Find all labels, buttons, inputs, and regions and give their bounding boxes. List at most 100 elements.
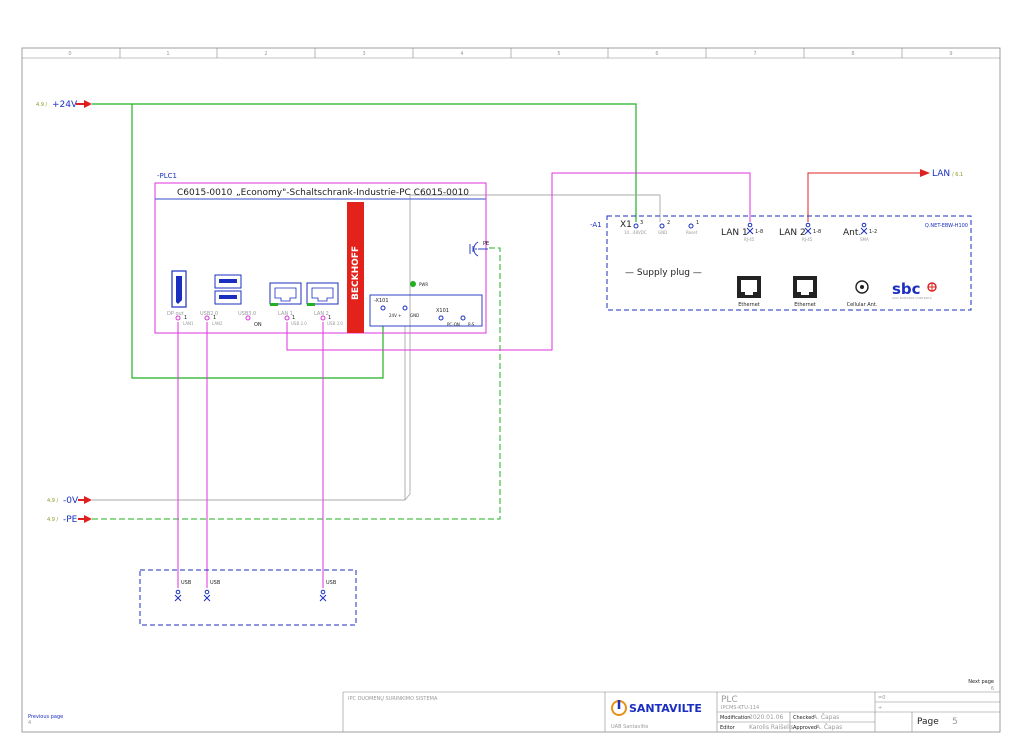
a1-ant-pins: 1-2 [869,229,877,235]
lan1-label: LAN 1 [278,311,293,317]
a1-ant-sub: SMA [860,237,869,242]
project-name: IPC DUOMENŲ SURINKIMO SISTEMA [348,696,438,702]
potential-24v-label: +24V [52,100,78,110]
a1-ant-connector-icon[interactable] [860,222,868,235]
usb-device-box[interactable]: USB USB USB [139,569,357,626]
pwr-label: PWR [419,282,428,287]
x1-p3-sub: 10...48VDC [624,230,647,235]
dp-label: DP out [167,311,184,317]
a1-block[interactable]: -A1 Q.NET-EBW-H100 X1 3 10...48VDC 2 GND… [590,215,972,311]
plc-frame [154,182,487,334]
x101-gnd-terminal-icon[interactable] [402,305,408,311]
editor-label: Editor [720,725,736,731]
x101-block [369,294,483,327]
x101-ps-terminal-icon[interactable] [460,315,466,321]
editor-name: Karolis Raišelis [749,724,794,731]
usb3-terminal-icon[interactable] [245,315,251,321]
column-numbers: 0 1 2 3 4 5 6 7 8 9 [68,51,952,57]
lan1-terminal-icon[interactable] [284,315,290,321]
ground-icon [469,241,488,257]
dp-sub: LAN1 [183,321,194,326]
x101b-p2: P-S [468,322,475,327]
col-5: 5 [557,51,560,57]
a1-lan1-connector-icon[interactable] [746,222,754,235]
prev-page-label: Previous page [28,714,63,720]
potential-0v-label: -0V [63,496,79,506]
x1-p1-sub: Reset [686,230,698,235]
dp-pin: 1 [184,315,187,321]
company-name: SANTAVILTE [629,702,702,715]
beckhoff-logo [347,202,364,333]
usb2-port-bottom-icon [214,290,242,305]
x1-p1-terminal-icon[interactable] [688,223,694,229]
x101-24v-terminal-icon[interactable] [380,305,386,311]
a1-ant-label: Ant. [843,228,861,238]
wire-0v [92,194,661,501]
usb-connector-1-icon[interactable] [174,589,182,602]
lan-out-ref: / 6.1 [952,172,963,178]
santavilte-logo-icon [611,700,627,716]
page-label: Page [917,717,939,727]
potential-pe-label: -PE [63,515,78,525]
a1-lan1-sub: RJ-45 [744,237,755,242]
wire-24v [92,103,637,379]
lan-out-label: LAN [932,169,950,179]
ethernet-2-label: Ethernet [794,302,816,308]
eq-code: =0 [878,695,885,701]
wire-lan [177,172,751,588]
approved-label: Approved [793,725,817,731]
dp-port-inner [176,276,182,304]
modification-date: 2020.01.06 [749,714,784,721]
usb-label-1: USB [181,580,192,586]
col-1: 1 [166,51,169,57]
lan2-terminal-icon[interactable] [320,315,326,321]
lan1-port-icon [269,282,302,305]
usb3-label: USB3.0 [238,311,256,317]
usb-connector-3-icon[interactable] [319,589,327,602]
usb2-label: USB2.0 [200,311,218,317]
col-9: 9 [949,51,952,57]
drawing-code: IPCMS-KTU-114 [721,705,759,711]
col-6: 6 [655,51,658,57]
usb2-terminal-icon[interactable] [204,315,210,321]
col-4: 4 [460,51,463,57]
checked-name: A. Čapas [813,714,839,721]
lan1-sub: USB 2.0 [291,321,307,326]
plus-code: + [878,705,882,711]
lan2-pin: 1 [328,315,331,321]
usb2-port-top-icon [214,274,242,289]
potential-24v[interactable]: 4.9 / +24V [36,100,92,110]
x101b-p1: PC-ON [447,322,460,327]
a1-model: Q.NET-EBW-H100 [925,223,968,229]
potential-0v[interactable]: 4.9 / -0V [47,496,92,506]
potential-pe[interactable]: 4.9 / -PE [47,515,92,525]
next-page-num: 6 [991,686,994,692]
a1-lan2-pins: 1-8 [813,229,821,235]
x1-p3-terminal-icon[interactable] [633,223,639,229]
x101a-p2: GND [410,313,419,318]
pe-label: PE [483,241,489,247]
a1-lan1-label: LAN 1 [721,228,748,238]
x1-label: X1 [620,220,632,230]
a1-lan2-connector-icon[interactable] [804,222,812,235]
modification-label: Modification [720,715,750,721]
column-dividers [119,48,903,58]
drawing-title: PLC [721,695,738,705]
ethernet-port-1-icon [737,276,761,298]
x1-p2-terminal-icon[interactable] [659,223,665,229]
lan2-sub: USB 3.0 [327,321,343,326]
plc-tag: -PLC1 [157,172,177,180]
col-0: 0 [68,51,71,57]
plc-model: C6015-0010 [177,188,233,198]
dp-terminal-icon[interactable] [175,315,181,321]
wire-pe [92,247,501,520]
usb-connector-2-icon[interactable] [203,589,211,602]
usb-label-3: USB [326,580,337,586]
beckhoff-text: BECKHOFF [351,246,361,300]
x101-pcon-terminal-icon[interactable] [438,315,444,321]
x1-p2-sub: GND [658,230,667,235]
wire-lan-out: LAN / 6.1 [807,169,963,222]
plc1-block[interactable]: -PLC1 C6015-0010 „Economy"-Schaltschrank… [154,172,489,334]
next-page-label: Next page [968,679,994,685]
sbc-logo-mark-icon [927,282,937,292]
